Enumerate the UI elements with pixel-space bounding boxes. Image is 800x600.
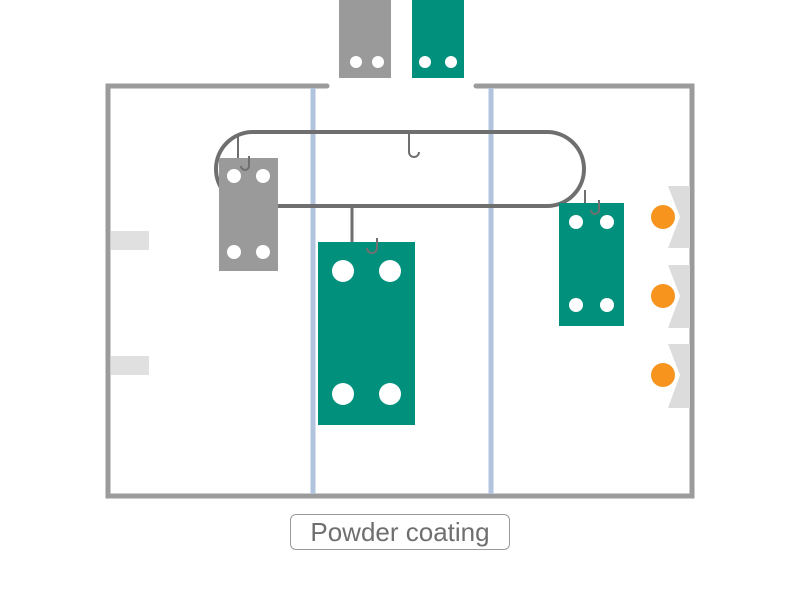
part-hole — [227, 245, 241, 259]
hook-icon — [240, 156, 250, 171]
spray-nozzle — [651, 284, 675, 308]
part-hole — [600, 215, 614, 229]
wall-vent — [111, 231, 149, 250]
incoming-gray-part — [339, 0, 391, 78]
part-hole — [569, 215, 583, 229]
hanging-teal-part-right — [559, 190, 624, 326]
spray-emitter-top — [651, 186, 690, 248]
part-hole — [350, 56, 362, 68]
part-hole — [419, 56, 431, 68]
part-hole — [445, 56, 457, 68]
spray-cone — [668, 186, 690, 248]
part-hole — [256, 245, 270, 259]
spray-cone — [668, 344, 690, 408]
wall-vent — [111, 356, 149, 375]
part-body — [412, 0, 464, 78]
part-hole — [256, 169, 270, 183]
conveyor-loop — [214, 130, 586, 208]
part-body — [339, 0, 391, 78]
spray-emitter-middle — [651, 265, 690, 328]
booth-wall-left-top — [105, 83, 695, 499]
hook-icon — [590, 200, 600, 215]
spray-emitter-bottom — [651, 344, 690, 408]
hook-icon — [408, 134, 420, 158]
hanging-teal-part-large — [318, 206, 415, 425]
part-hole — [379, 383, 401, 405]
part-hole — [372, 56, 384, 68]
spray-nozzle — [651, 205, 675, 229]
hook-icon — [366, 238, 378, 254]
part-hole — [600, 298, 614, 312]
part-body — [559, 203, 624, 326]
part-hole — [569, 298, 583, 312]
part-hole — [379, 260, 401, 282]
part-hole — [332, 260, 354, 282]
spray-cone — [668, 265, 690, 328]
hanging-gray-part — [219, 134, 278, 271]
incoming-teal-part — [412, 0, 464, 78]
spray-nozzle — [651, 363, 675, 387]
booth-walls — [105, 83, 695, 499]
part-hole — [227, 169, 241, 183]
process-caption: Powder coating — [290, 514, 510, 550]
part-hole — [332, 383, 354, 405]
